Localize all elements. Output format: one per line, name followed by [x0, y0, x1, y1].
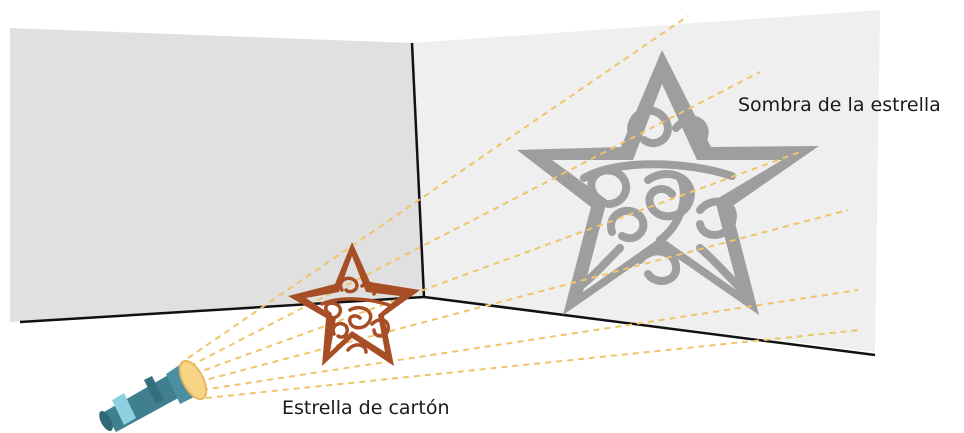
left-wall [10, 28, 424, 322]
cardboard-star-label: Estrella de cartón [282, 397, 450, 419]
shadow-star [517, 50, 819, 315]
floor-edge-right [423, 295, 876, 357]
flashlight-icon [99, 359, 208, 432]
shadow-star-label: Sombra de la estrella [738, 94, 941, 116]
wall-corner-edge [410, 42, 426, 298]
cardboard-star [288, 242, 420, 366]
floor-edge-left [19, 295, 425, 324]
light-rays [187, 15, 861, 399]
